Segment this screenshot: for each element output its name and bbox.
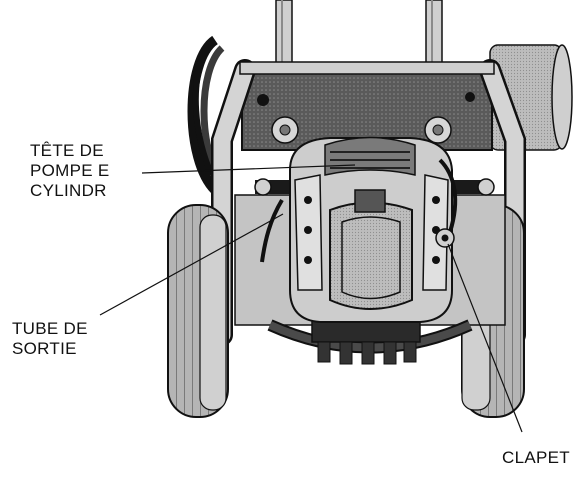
callout-pump-head-line-2: POMPE E [30,161,110,180]
bolt-left [254,178,272,196]
callout-pump-head-line-1: TÊTE DE [30,141,104,160]
left-wheel [167,204,229,418]
knob-left [271,116,299,144]
callout-outlet-tube-line-1: TUBE DE [12,319,88,338]
callout-valve: CLAPET [502,448,570,468]
knob-right [424,116,452,144]
callout-pump-head: TÊTE DE POMPE E CYLINDR [30,141,110,201]
outlet-manifold [311,317,421,365]
inlet-tube [438,158,458,233]
valve [435,228,455,248]
callout-pump-head-line-3: CYLINDR [30,181,107,200]
callout-outlet-tube-line-2: SORTIE [12,339,77,358]
leader-valve [447,243,523,433]
leader-pump-head [141,164,356,174]
outlet-tube [260,198,284,263]
pump-housing [289,136,453,323]
leader-outlet-tube [99,213,284,316]
callout-valve-line-1: CLAPET [502,448,570,467]
callout-outlet-tube: TUBE DE SORTIE [12,319,88,359]
bolt-right [477,178,495,196]
